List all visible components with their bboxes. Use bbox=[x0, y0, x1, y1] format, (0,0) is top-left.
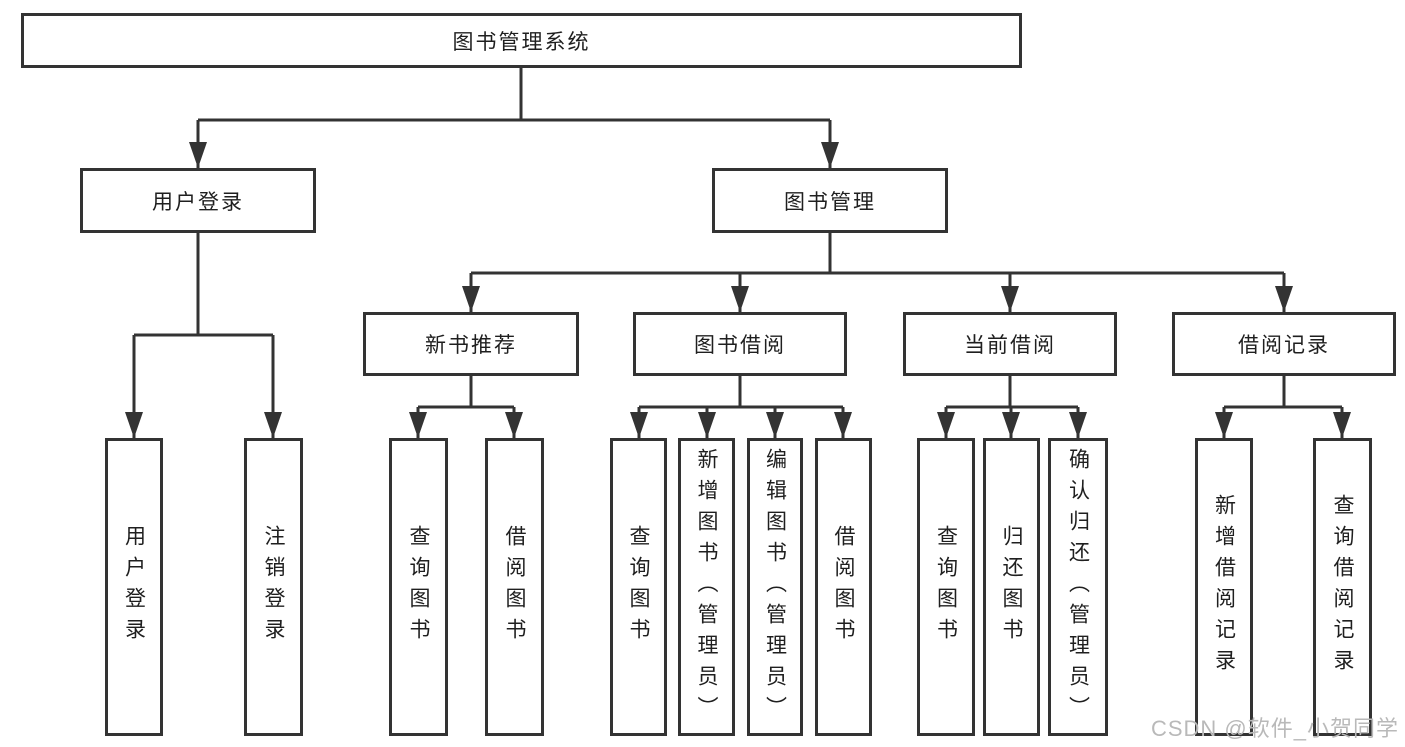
leaf-logout-label: 注销登录 bbox=[262, 525, 285, 649]
leaf-br-query-record-label: 查询借阅记录 bbox=[1331, 494, 1354, 680]
leaf-cb-query-books: 查询图书 bbox=[917, 438, 975, 736]
leaf-bb-edit-books-admin: 编辑图书（管理员） bbox=[747, 438, 803, 736]
node-book-mgmt-label: 图书管理 bbox=[784, 190, 876, 214]
leaf-user-login-label: 用户登录 bbox=[122, 525, 146, 649]
leaf-user-login: 用户登录 bbox=[105, 438, 163, 736]
leaf-cb-query-books-label: 查询图书 bbox=[934, 525, 958, 649]
leaf-cb-confirm-return-admin: 确认归还（管理员） bbox=[1048, 438, 1108, 736]
watermark-text: CSDN @软件_小贺同学 bbox=[1150, 716, 1399, 741]
node-user-login-label: 用户登录 bbox=[152, 190, 244, 214]
node-root-label: 图书管理系统 bbox=[452, 30, 591, 54]
leaf-nbr-borrow-books-label: 借阅图书 bbox=[503, 525, 526, 649]
leaf-br-query-record: 查询借阅记录 bbox=[1313, 438, 1372, 736]
leaf-logout: 注销登录 bbox=[244, 438, 303, 736]
node-borrow-records: 借阅记录 bbox=[1172, 312, 1396, 376]
leaf-bb-query-books-label: 查询图书 bbox=[627, 525, 650, 649]
node-new-book-recommend: 新书推荐 bbox=[363, 312, 579, 376]
node-new-book-recommend-label: 新书推荐 bbox=[425, 334, 517, 357]
leaf-bb-query-books: 查询图书 bbox=[610, 438, 667, 736]
leaf-br-add-record-label: 新增借阅记录 bbox=[1212, 494, 1236, 680]
node-root: 图书管理系统 bbox=[21, 13, 1022, 68]
node-borrow-records-label: 借阅记录 bbox=[1238, 334, 1330, 357]
node-book-borrow: 图书借阅 bbox=[633, 312, 847, 376]
leaf-bb-add-books-admin-label: 新增图书（管理员） bbox=[695, 447, 718, 727]
leaf-cb-return-books-label: 归还图书 bbox=[1000, 525, 1023, 649]
leaf-br-add-record: 新增借阅记录 bbox=[1195, 438, 1253, 736]
node-current-borrow-label: 当前借阅 bbox=[964, 334, 1056, 357]
leaf-nbr-borrow-books: 借阅图书 bbox=[485, 438, 544, 736]
leaf-nbr-query-books: 查询图书 bbox=[389, 438, 448, 736]
node-current-borrow: 当前借阅 bbox=[903, 312, 1117, 376]
leaf-cb-confirm-return-admin-label: 确认归还（管理员） bbox=[1066, 447, 1090, 727]
node-book-borrow-label: 图书借阅 bbox=[694, 334, 786, 357]
node-book-mgmt: 图书管理 bbox=[712, 168, 948, 233]
leaf-bb-add-books-admin: 新增图书（管理员） bbox=[678, 438, 735, 736]
leaf-bb-borrow-books-label: 借阅图书 bbox=[832, 525, 855, 649]
leaf-bb-borrow-books: 借阅图书 bbox=[815, 438, 872, 736]
leaf-bb-edit-books-admin-label: 编辑图书（管理员） bbox=[763, 447, 787, 727]
leaf-nbr-query-books-label: 查询图书 bbox=[407, 525, 430, 649]
node-user-login: 用户登录 bbox=[80, 168, 316, 233]
leaf-cb-return-books: 归还图书 bbox=[983, 438, 1040, 736]
